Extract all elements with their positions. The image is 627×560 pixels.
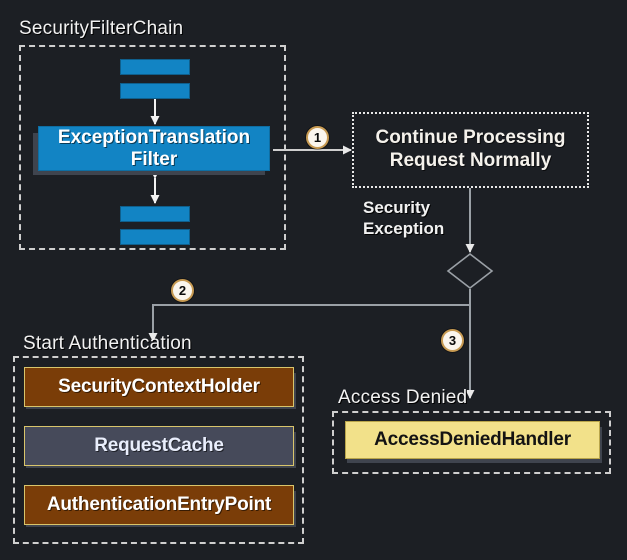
node-access-denied-handler-label: AccessDeniedHandler (374, 429, 571, 450)
group-title-access-denied: Access Denied (338, 387, 468, 408)
node-request-cache[interactable]: RequestCache (24, 426, 294, 466)
filter-bar-4 (120, 229, 190, 245)
step-badge-3-label: 3 (448, 333, 457, 348)
group-access-denied (332, 411, 611, 474)
filter-bar-3 (120, 206, 190, 222)
group-start-authentication (13, 356, 304, 544)
node-continue-processing-label: Continue Processing Request Normally (375, 127, 566, 171)
node-authentication-entry-point[interactable]: AuthenticationEntryPoint (24, 485, 294, 525)
group-title-start-authentication: Start Authentication (23, 333, 192, 354)
node-security-context-holder[interactable]: SecurityContextHolder (24, 367, 294, 407)
group-title-security-filter-chain: SecurityFilterChain (19, 18, 184, 39)
step-badge-1-label: 1 (313, 130, 322, 145)
node-exception-translation-filter-label: ExceptionTranslation Filter (57, 127, 251, 170)
node-authentication-entry-point-label: AuthenticationEntryPoint (46, 494, 272, 515)
step-badge-2: 2 (171, 279, 194, 302)
filter-bar-2 (120, 83, 190, 99)
node-exception-translation-filter[interactable]: ExceptionTranslation Filter (38, 126, 270, 171)
step-badge-2-label: 2 (178, 283, 187, 298)
step-badge-1: 1 (306, 126, 329, 149)
node-request-cache-label: RequestCache (94, 435, 224, 456)
node-continue-processing[interactable]: Continue Processing Request Normally (352, 112, 589, 188)
node-security-context-holder-label: SecurityContextHolder (58, 376, 260, 397)
node-access-denied-handler[interactable]: AccessDeniedHandler (345, 421, 600, 459)
edge-label-security-exception: Security Exception (363, 198, 445, 238)
filter-bar-1 (120, 59, 190, 75)
group-security-filter-chain (19, 45, 286, 250)
step-badge-3: 3 (441, 329, 464, 352)
